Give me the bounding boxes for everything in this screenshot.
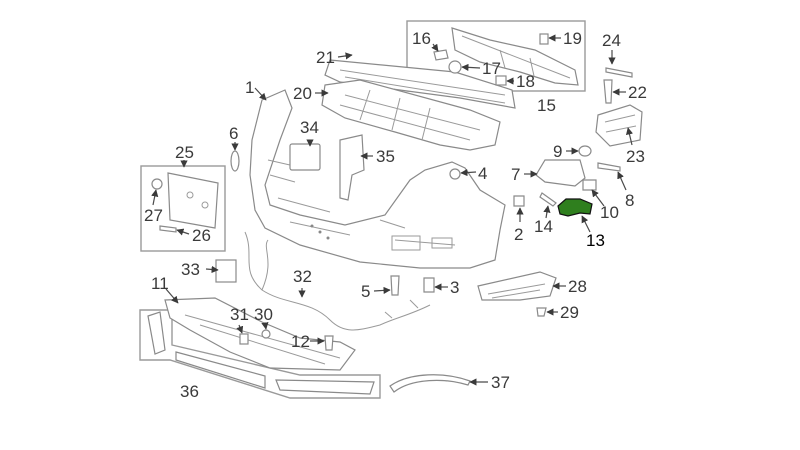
callout-20[interactable]: 20 <box>293 84 312 103</box>
callout-6[interactable]: 6 <box>229 124 238 143</box>
callout-37[interactable]: 37 <box>491 373 510 392</box>
bolt-12 <box>324 335 334 351</box>
callout-18[interactable]: 18 <box>516 72 535 91</box>
bracket-23 <box>595 104 643 147</box>
callout-7[interactable]: 7 <box>511 165 520 184</box>
nut-3 <box>423 277 435 293</box>
bracket-7 <box>535 159 586 187</box>
callout-34[interactable]: 34 <box>300 118 319 137</box>
clip-18 <box>495 75 507 86</box>
callout-4[interactable]: 4 <box>478 164 487 183</box>
callout-24[interactable]: 24 <box>602 31 621 50</box>
bolt-5 <box>390 275 400 296</box>
callout-9[interactable]: 9 <box>553 142 562 161</box>
bolt-14 <box>539 192 557 207</box>
callout-30[interactable]: 30 <box>254 305 273 324</box>
nut-17 <box>448 60 462 74</box>
energy-absorber <box>321 79 501 151</box>
callout-12[interactable]: 12 <box>291 332 310 351</box>
callout-25[interactable]: 25 <box>175 143 194 162</box>
callout-22[interactable]: 22 <box>628 83 647 102</box>
callout-16[interactable]: 16 <box>412 29 431 48</box>
screw-26 <box>159 225 177 233</box>
callout-2[interactable]: 2 <box>514 225 523 244</box>
bolt-10 <box>582 179 597 191</box>
callout-23[interactable]: 23 <box>626 147 645 166</box>
callout-5[interactable]: 5 <box>361 282 370 301</box>
callout-29[interactable]: 29 <box>560 303 579 322</box>
callout-26[interactable]: 26 <box>192 226 211 245</box>
callout-36[interactable]: 36 <box>180 382 199 401</box>
bolt-22 <box>603 79 613 104</box>
callout-3[interactable]: 3 <box>450 278 459 297</box>
callout-10[interactable]: 10 <box>600 203 619 222</box>
callout-17[interactable]: 17 <box>482 59 501 78</box>
trim-37 <box>389 374 471 393</box>
callout-11[interactable]: 11 <box>151 274 169 293</box>
bolt-16 <box>433 49 449 61</box>
clip-6 <box>230 150 240 172</box>
clip-30 <box>261 329 271 339</box>
group-box-36 <box>139 309 381 399</box>
clip-2 <box>513 195 525 207</box>
impact-bar <box>324 59 516 109</box>
callout-33[interactable]: 33 <box>181 260 200 279</box>
trim-36b <box>175 351 266 389</box>
bracket-35 <box>339 134 365 201</box>
bolt-8 <box>597 162 621 172</box>
clip-29 <box>536 307 547 317</box>
callout-15[interactable]: 15 <box>537 96 556 115</box>
callout-14[interactable]: 14 <box>534 217 553 236</box>
bracket-13-highlighted <box>557 198 593 217</box>
clip-31 <box>239 333 249 345</box>
module-33 <box>215 259 237 283</box>
callout-19[interactable]: 19 <box>563 29 582 48</box>
callout-8[interactable]: 8 <box>625 191 634 210</box>
bolt-24 <box>605 67 633 78</box>
wiring-harness <box>244 231 431 331</box>
callout-31[interactable]: 31 <box>230 305 249 324</box>
fog-bezel-28 <box>477 271 557 301</box>
callout-32[interactable]: 32 <box>293 267 312 286</box>
lower-deflector <box>164 297 356 371</box>
callout-35[interactable]: 35 <box>376 147 395 166</box>
callout-28[interactable]: 28 <box>568 277 587 296</box>
callout-13[interactable]: 13 <box>586 231 605 250</box>
callout-1[interactable]: 1 <box>245 78 254 97</box>
bumper-fascia <box>249 89 506 269</box>
grommet-9 <box>578 145 592 157</box>
license-bracket <box>167 172 219 229</box>
screw-27 <box>151 178 163 190</box>
callout-21[interactable]: 21 <box>316 48 335 67</box>
trim-36c <box>275 379 375 395</box>
nut-19 <box>539 33 549 45</box>
module-34 <box>289 143 321 171</box>
callout-27[interactable]: 27 <box>144 206 163 225</box>
trim-36a <box>147 311 166 355</box>
leader-lines <box>151 34 633 386</box>
bolt-4 <box>449 168 461 180</box>
